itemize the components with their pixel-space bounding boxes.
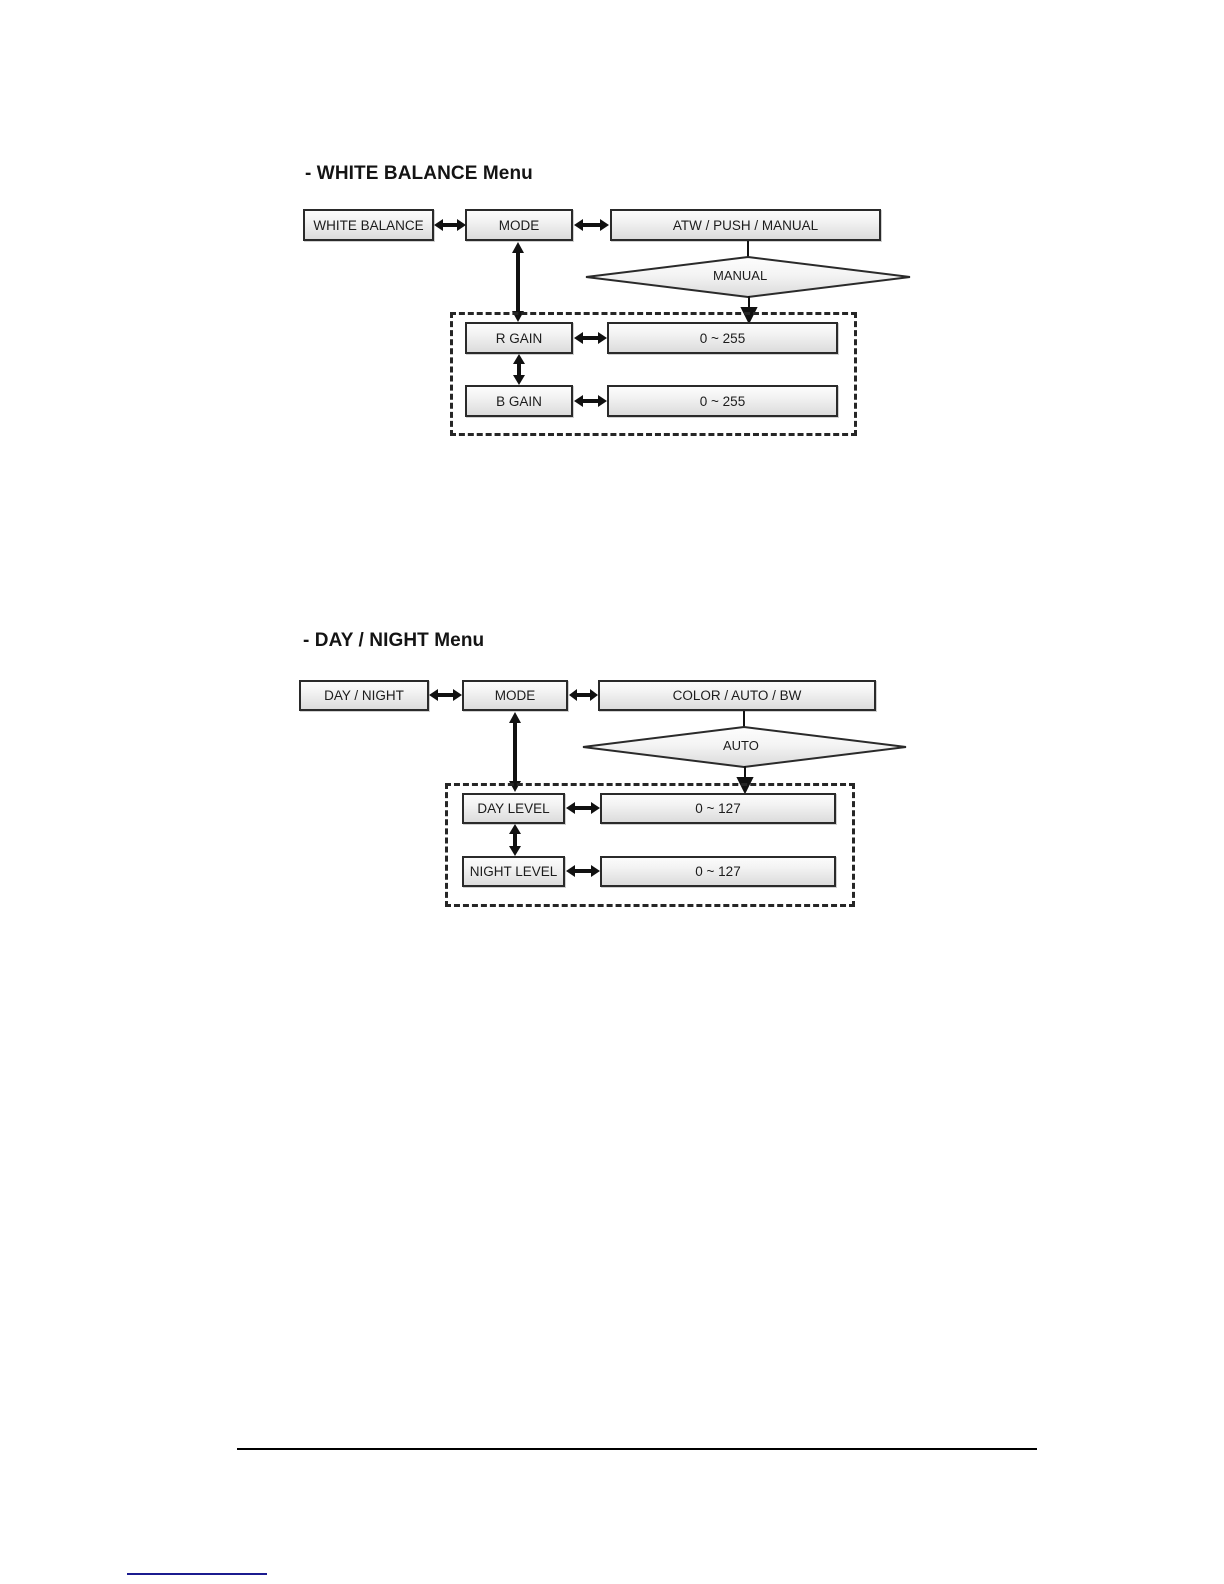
node-b-gain-range[interactable]: 0 ~ 255 [607,385,838,417]
decision-auto[interactable]: AUTO [582,726,907,768]
node-white-balance-mode-options[interactable]: ATW / PUSH / MANUAL [610,209,881,241]
section-heading-day-night: - DAY / NIGHT Menu [303,630,485,651]
node-day-night[interactable]: DAY / NIGHT [299,680,429,711]
section-heading-white-balance: - WHITE BALANCE Menu [305,163,533,184]
double-arrow-vertical-icon [506,824,524,856]
footer-separator-rule [237,1448,1037,1450]
decision-manual-label: MANUAL [713,268,768,283]
node-day-level-range[interactable]: 0 ~ 127 [600,793,836,824]
decision-auto-label: AUTO [723,738,759,753]
bottom-accent-rule [127,1573,267,1575]
node-r-gain-range[interactable]: 0 ~ 255 [607,322,838,354]
double-arrow-horizontal-icon [574,392,607,410]
node-day-night-mode-options[interactable]: COLOR / AUTO / BW [598,680,876,711]
node-day-night-mode[interactable]: MODE [462,680,568,711]
double-arrow-horizontal-icon [574,216,609,234]
node-white-balance-mode[interactable]: MODE [465,209,573,241]
double-arrow-horizontal-icon [569,686,598,704]
double-arrow-vertical-icon [510,354,528,385]
double-arrow-horizontal-icon [566,799,600,817]
node-day-level[interactable]: DAY LEVEL [462,793,565,824]
double-arrow-horizontal-icon [429,686,462,704]
double-arrow-horizontal-icon [434,216,466,234]
node-night-level[interactable]: NIGHT LEVEL [462,856,565,887]
double-arrow-horizontal-icon [574,329,607,347]
double-arrow-vertical-icon [509,242,527,322]
node-night-level-range[interactable]: 0 ~ 127 [600,856,836,887]
node-white-balance[interactable]: WHITE BALANCE [303,209,434,241]
double-arrow-horizontal-icon [566,862,600,880]
group-day-night-auto-settings [445,783,855,907]
decision-manual[interactable]: MANUAL [585,256,911,298]
node-r-gain[interactable]: R GAIN [465,322,573,354]
double-arrow-vertical-icon [506,712,524,792]
group-white-balance-manual-settings [450,312,857,436]
arrow-down-icon [740,296,758,325]
node-b-gain[interactable]: B GAIN [465,385,573,417]
